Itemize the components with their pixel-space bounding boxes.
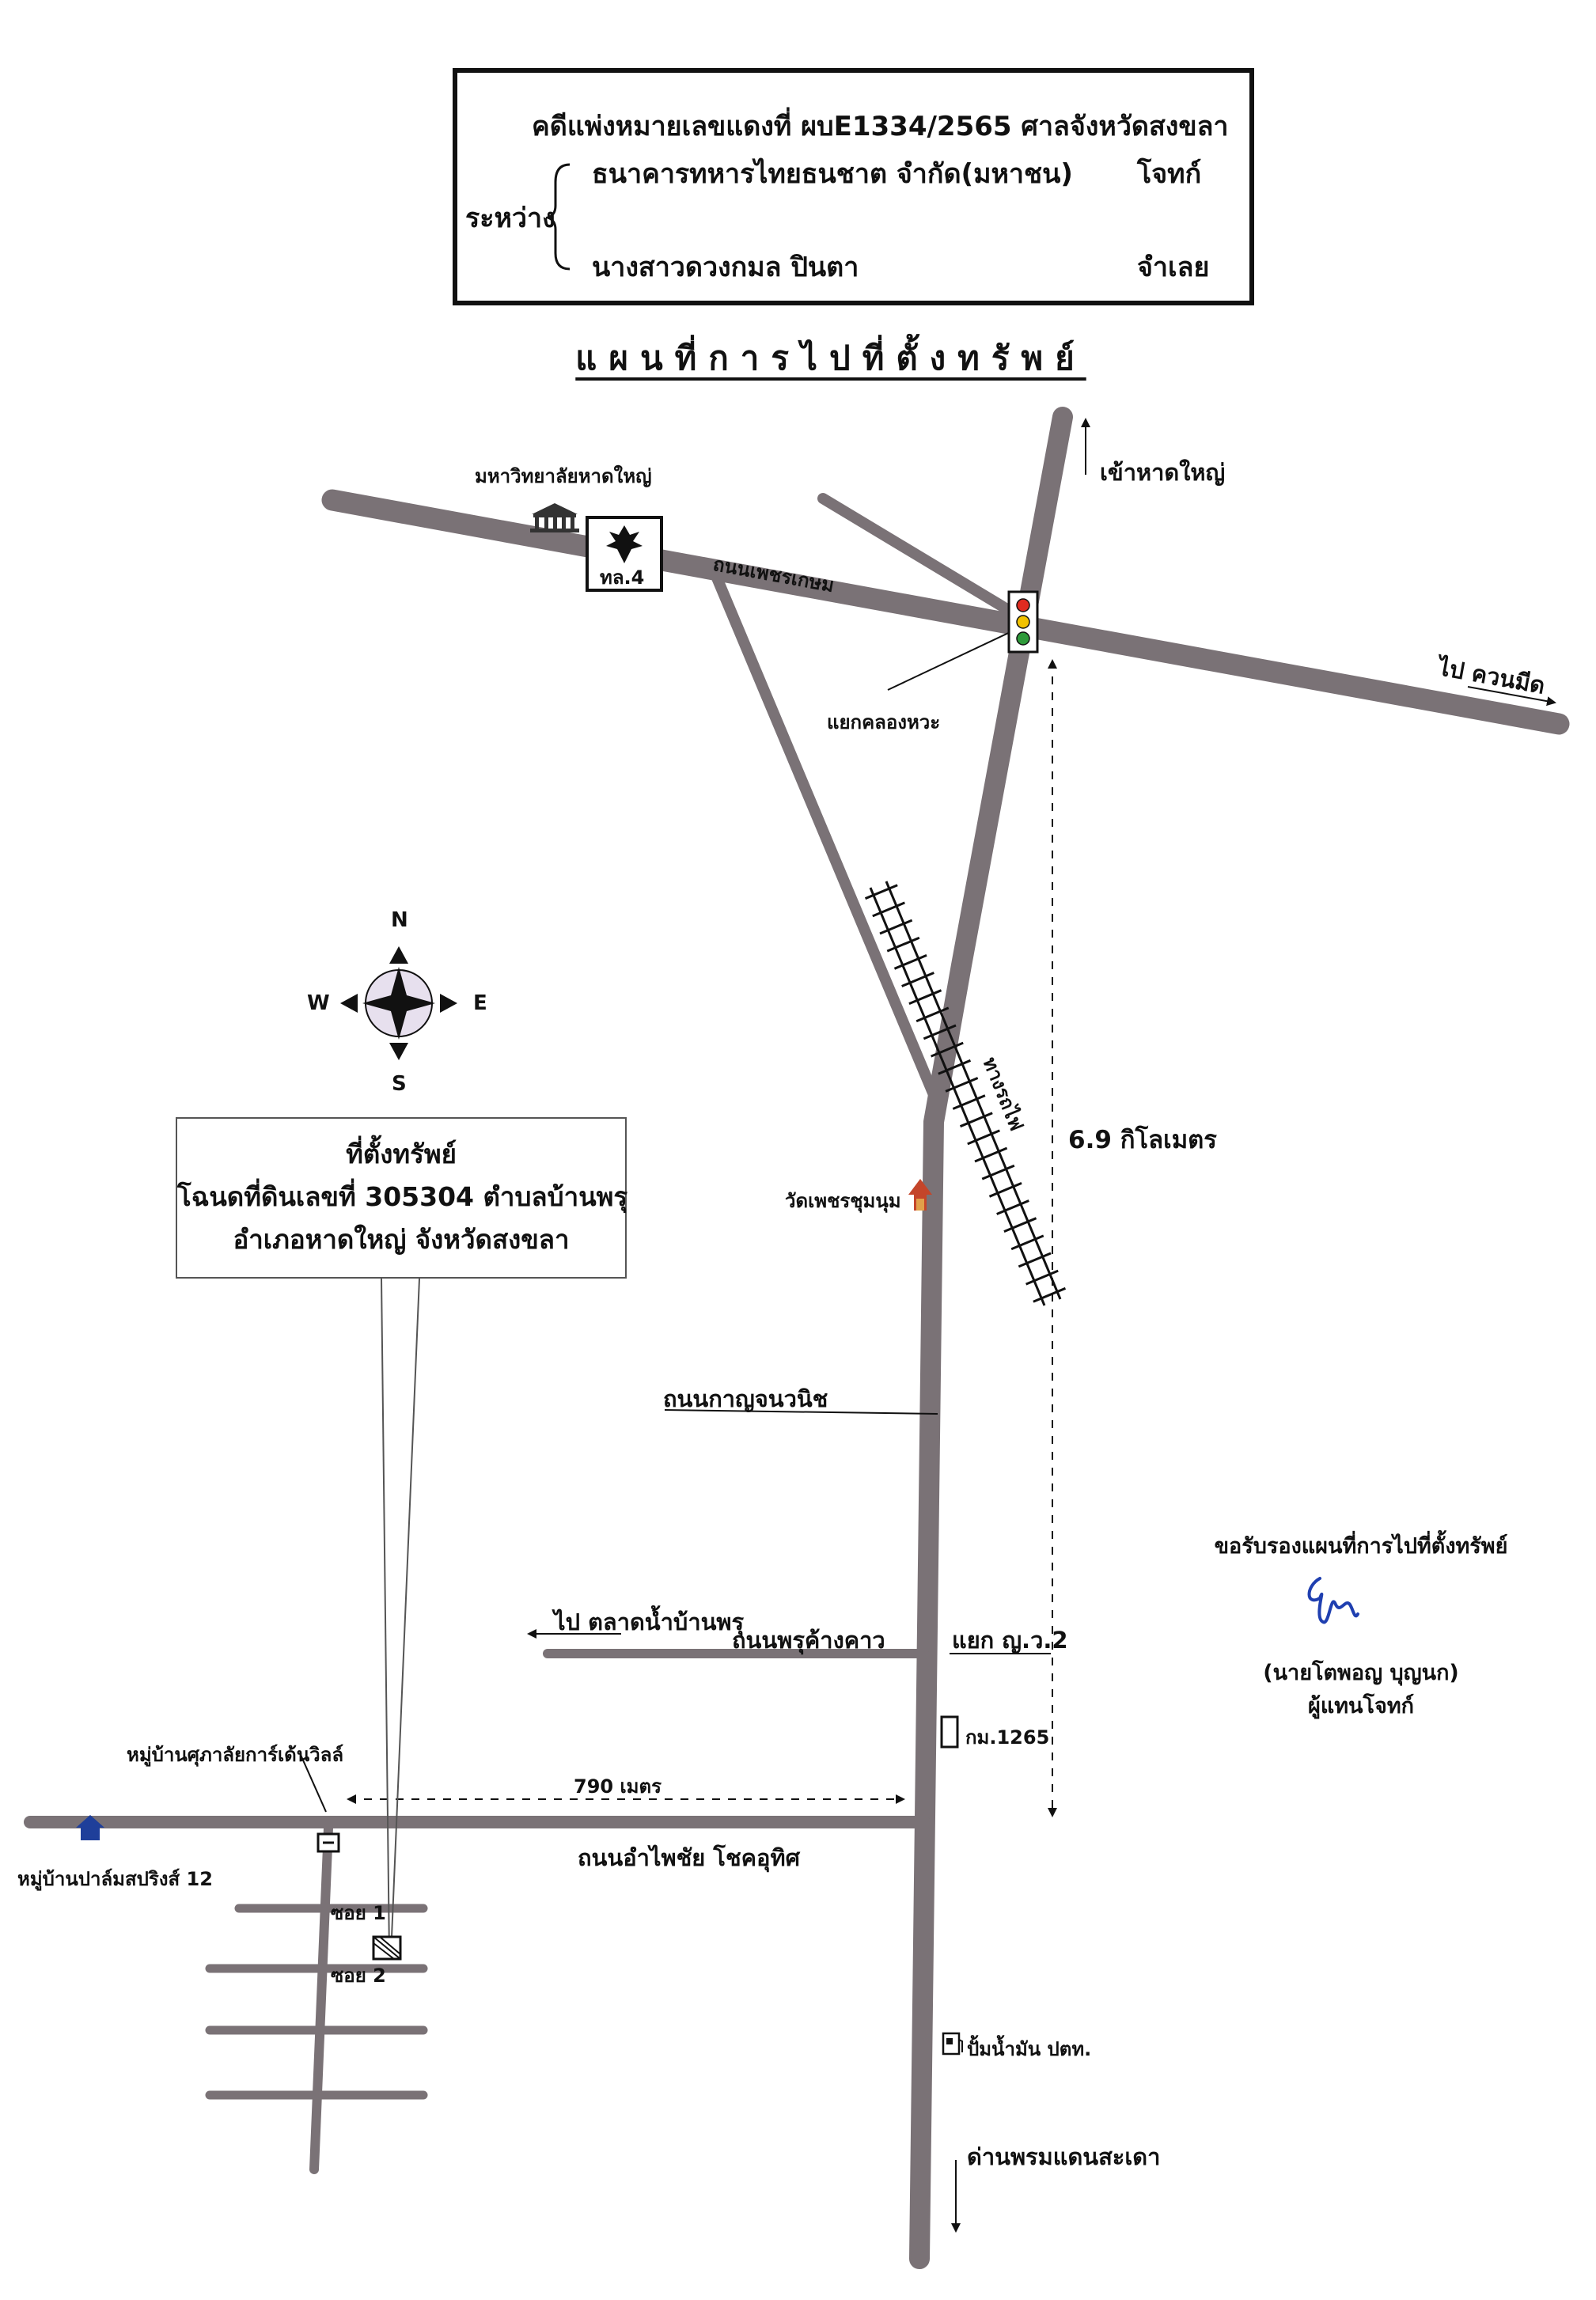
railway-tie: [1003, 1217, 1037, 1233]
railway-tie: [872, 901, 905, 918]
railway-tie: [864, 884, 898, 900]
railway-tie: [1018, 1252, 1052, 1268]
highway-shield-icon: [586, 516, 663, 592]
junction-pointer-line: [887, 628, 1018, 691]
between-label: ระหว่าง: [465, 203, 555, 234]
phrukangkhao-road-label: ถนนพรุค้างคาว: [732, 1627, 885, 1654]
temple-icon: [908, 1179, 932, 1211]
traffic-light-icon: [1007, 590, 1039, 654]
railway-tie: [981, 1164, 1015, 1180]
university-icon: [530, 503, 579, 532]
railway-tie: [988, 1182, 1022, 1198]
property-heading: ที่ตั้งทรัพย์: [346, 1139, 457, 1169]
roads: [24, 407, 1570, 2269]
signature-mark: [1307, 1577, 1359, 1624]
to-market-label: ไป ตลาดน้ำบ้านพรุ: [554, 1608, 745, 1635]
railway-tie: [893, 954, 927, 970]
defendant-name: นางสาวดวงกมล ปินตา: [592, 252, 859, 283]
property-marker-icon: [372, 1935, 402, 1961]
house-icon: [76, 1815, 104, 1840]
railway-tie: [952, 1094, 986, 1110]
plaintiff-name: ธนาคารทหารไทยธนชาต จำกัด(มหาชน): [592, 158, 1073, 190]
university-label: มหาวิทยาลัยหาดใหญ่: [475, 465, 652, 487]
compass-icon: [340, 946, 457, 1060]
to-khuanmit-arrow: [1467, 686, 1556, 707]
map-title: แผนที่การไปที่ตั้งทรัพย์: [575, 339, 1086, 377]
distance-m-label: 790 เมตร: [574, 1775, 662, 1798]
railway-tie: [879, 919, 913, 935]
case-info-box: [453, 68, 1254, 305]
distance-km-label: 6.9 กิโลเมตร: [1068, 1126, 1217, 1154]
bracket-icon: [546, 163, 571, 271]
railway-track: [864, 881, 1067, 1306]
fuel-pump-icon: [942, 2032, 963, 2056]
location-pointer-left: [381, 1278, 390, 1957]
certifier-role: ผู้แทนโจทก์: [1308, 1694, 1414, 1718]
railway-tie: [1010, 1234, 1044, 1251]
railway-tie: [916, 1006, 950, 1023]
property-district-line: อำเภอหาดใหญ่ จังหวัดสงขลา: [233, 1224, 570, 1255]
railway-tie: [945, 1077, 979, 1093]
village-palm-label: หมู่บ้านปาล์มสปริงส์ 12: [17, 1868, 213, 1890]
village-pointer-line: [300, 1754, 327, 1813]
defendant-role: จำเลย: [1137, 252, 1210, 283]
railway-tie: [959, 1112, 993, 1128]
kanchanawanit-road-line: [909, 407, 1073, 2269]
kanchanawanit-pointer-line: [664, 1409, 938, 1415]
location-pointer-right: [390, 1278, 420, 1957]
amphaichai-road-label: ถนนอำไพชัย โชคอุทิศ: [578, 1844, 800, 1871]
railway-tie: [974, 1146, 1008, 1163]
railway-tie: [938, 1059, 972, 1075]
plaintiff-role: โจทก์: [1137, 158, 1202, 190]
temple-label: วัดเพชรชุมนุม: [785, 1190, 901, 1212]
compass-south-label: S: [392, 1072, 407, 1096]
railway-tie: [886, 936, 920, 953]
old-road-line: [711, 570, 944, 1112]
khlong-wa-junction-label: แยกคลองหวะ: [827, 711, 941, 733]
compass-north-label: N: [391, 908, 408, 932]
village-road-line: [309, 1823, 333, 2174]
compass-west-label: W: [307, 991, 330, 1015]
branch-road-line: [817, 493, 1023, 621]
railway-tie: [901, 972, 934, 987]
certifier-name: (นายโตพอญ บุญนก): [1263, 1661, 1459, 1685]
railway-tie: [931, 1041, 964, 1058]
property-location-box: ที่ตั้งทรัพย์ โฉนดที่ดินเลขที่ 305304 ตำ…: [176, 1117, 627, 1279]
case-number: คดีแพ่งหมายเลขแดงที่ ผบE1334/2565 ศาลจัง…: [532, 111, 1229, 142]
km-marker-label: กม.1265: [965, 1726, 1050, 1749]
property-deed-line: โฉนดที่ดินเลขที่ 305304 ตำบลบ้านพรุ: [177, 1181, 628, 1212]
village-supalai-label: หมู่บ้านศุภาลัยการ์เด้นวิลล์: [127, 1744, 344, 1766]
to-hatyai-label: เข้าหาดใหญ่: [1100, 459, 1226, 486]
soi-1-label: ซอย 1: [331, 1902, 386, 1924]
railway-tie: [967, 1129, 1000, 1146]
certification-statement: ขอรับรองแผนที่การไปที่ตั้งทรัพย์: [1214, 1534, 1508, 1559]
compass-east-label: E: [473, 991, 487, 1015]
phetkasem-road-line: [321, 489, 1570, 735]
kanchanawanit-road-label: ถนนกาญจนวนิช: [663, 1385, 828, 1412]
village-gate-icon: [317, 1832, 340, 1853]
highway-shield-label: ทล.4: [600, 566, 645, 589]
checkpoint-label: ด่านพรมแดนสะเดา: [967, 2143, 1161, 2170]
km-marker-icon: [940, 1715, 959, 1749]
gas-station-label: ปั้มน้ำมัน ปตท.: [967, 2038, 1092, 2060]
railway-tie: [923, 1024, 957, 1040]
railway-tie: [996, 1199, 1029, 1215]
soi-2-label: ซอย 2: [331, 1965, 386, 1987]
railway-tie: [908, 989, 942, 1005]
junction-2-label: แยก ญ.ว.2: [952, 1627, 1068, 1654]
